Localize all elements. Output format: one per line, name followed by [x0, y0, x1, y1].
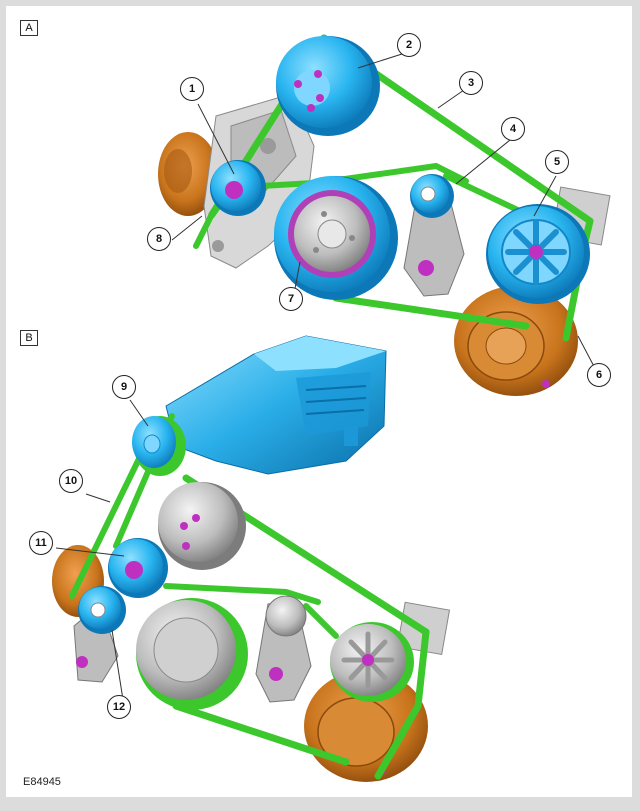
ac-compressor-b: [304, 601, 451, 782]
pulley-12-tensioner: [78, 586, 126, 634]
callout-5: 5: [545, 150, 569, 174]
panel-a-label: A: [20, 20, 38, 36]
pulley-accessory-b: [330, 622, 414, 702]
diagram-frame: A B 1 2 3 4 5 6 7 8 9 10 11 12 E84945: [6, 6, 632, 797]
leader-lines: [55, 53, 599, 707]
callout-1: 1: [180, 77, 204, 101]
pulley-idler-grey-b: [265, 595, 307, 637]
panel-b-label: B: [20, 330, 38, 346]
belt-drive-illustration: [52, 34, 611, 782]
panel-a-drawing: [158, 34, 611, 396]
callout-3: 3: [459, 71, 483, 95]
callout-6: 6: [587, 363, 611, 387]
pulley-7-crankshaft: [274, 176, 398, 300]
pulley-2-water-pump: [276, 36, 380, 136]
alternator-housing: [158, 132, 218, 216]
supercharger-unit: [165, 335, 387, 475]
callout-11: 11: [29, 531, 53, 555]
pulley-crankshaft-b: [136, 598, 248, 710]
callout-2: 2: [397, 33, 421, 57]
callout-10: 10: [59, 469, 83, 493]
figure-id: E84945: [23, 776, 61, 788]
pulley-4-tensioner: [410, 174, 454, 218]
callout-9: 9: [112, 375, 136, 399]
pulley-1-idler: [210, 160, 266, 216]
callout-8: 8: [147, 227, 171, 251]
callout-4: 4: [501, 117, 525, 141]
callout-12: 12: [107, 695, 131, 719]
callout-7: 7: [279, 287, 303, 311]
pulley-9-supercharger: [132, 416, 186, 476]
pulley-water-pump-b: [158, 482, 246, 570]
panel-b-drawing: [52, 335, 451, 782]
pulley-11-idler: [108, 538, 168, 598]
pulley-5-accessory: [486, 204, 590, 304]
